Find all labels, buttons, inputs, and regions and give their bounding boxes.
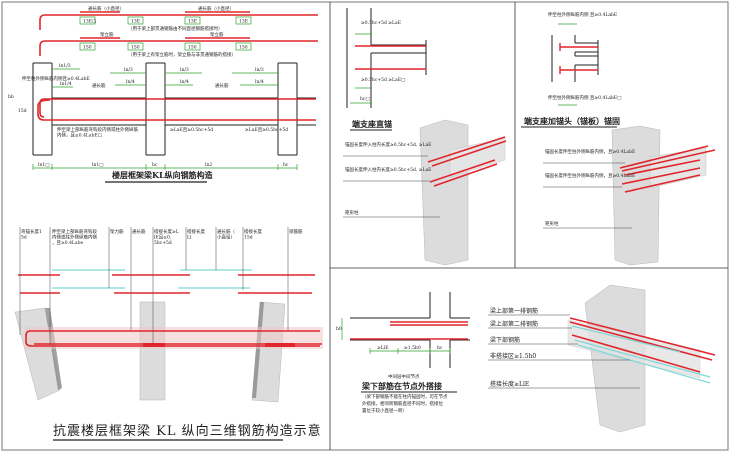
- panel-kl-2d: 通长筋（小直径） 通长筋（小直径） 架立筋 架立筋 13E□ 13E 13E 1…: [8, 5, 318, 183]
- label-erection-bar-2: 架立筋: [210, 31, 224, 38]
- span-label: ln1/4: [60, 81, 72, 87]
- dim-label: hc: [283, 162, 289, 168]
- dim-hb: hb: [8, 94, 14, 100]
- note-second: （用于梁上有架立筋时，架立筋与非贯通钢筋的搭接）: [128, 51, 236, 58]
- panel-lap-outside: h0 ≥LlE ≥1.5h0 hc 中间层中间节点 梁下部筋在节点外搭接 （梁下…: [336, 284, 716, 433]
- span-label: ln/3: [255, 67, 264, 73]
- dim-hc: hc: [437, 345, 443, 351]
- note-mid-2: ≥LaE且≥0.5hc+5d: [245, 127, 288, 133]
- panel-title-end-anchor: 端支座加锚头（锚板）锚固: [524, 116, 620, 126]
- dim-15d: 15d: [18, 108, 27, 114]
- span-label: ln/3: [180, 67, 189, 73]
- label-through-bar-small-1: 通长筋（小直径）: [88, 5, 124, 12]
- panel-title-kl-2d: 楼层框架梁KL纵向钢筋构造: [112, 170, 213, 180]
- panel-end-anchor: 伸至柱外侧纵筋内侧 且≥0.4LabE 伸至柱外侧纵筋内侧 且≥0.4LabE□…: [521, 11, 716, 266]
- label-bottom-bars: 梁下部钢筋: [490, 336, 520, 344]
- label-anchor-2: 锚固长度伸入柱内长度≥0.5hc+5d, ≥LaE: [345, 166, 431, 173]
- panel-end-straight: ≥0.5hc+5d ≥LaE ≥0.5hc+5d ≥LaE□ hc□ 端支座直锚…: [343, 8, 507, 266]
- label-column: 矩形柱: [345, 209, 359, 216]
- dim-lap: ≥LlE: [377, 345, 388, 351]
- note-left-top: 伸至柱外侧纵筋内侧且≥0.4LabE: [22, 75, 90, 82]
- label-lap-length: 搭接长度≥LlE: [490, 380, 529, 388]
- label-stirrup: 梁箍筋: [289, 228, 303, 235]
- label-anchor-1: 锚固长度伸至柱外侧纵筋内侧，且≥0.4LabE: [545, 148, 635, 155]
- lap-value: 13E: [188, 19, 197, 25]
- dim-non-lap: ≥1.5h0: [404, 345, 421, 351]
- span-label: ln/4: [180, 79, 189, 85]
- dim-bottom: 伸至柱外侧纵筋内侧 且≥0.4LabE□: [548, 94, 621, 101]
- lap-value: 150: [188, 45, 197, 51]
- panel-title-lap: 梁下部筋在节点外搭接: [361, 381, 442, 391]
- lap-value: 13E: [239, 19, 248, 25]
- note-line: 外搭接。相邻跨钢筋直径不同时，搭接位: [362, 400, 443, 407]
- dim-bottom: ≥0.5hc+5d ≥LaE□: [361, 77, 405, 83]
- label-top-second-row: 梁上部第二排钢筋: [490, 320, 538, 328]
- label-non-lap-zone: 非搭接区≥1.5h0: [490, 352, 536, 360]
- label-through-bar-small-2: 通长筋（小直径）: [198, 5, 234, 12]
- dim-h0: h0: [336, 326, 342, 332]
- dim-label: ln1□: [92, 162, 103, 168]
- label-through-bar: 通长筋: [215, 82, 229, 89]
- note-mid-1: ≥LaE且≥0.5hc+5d: [170, 127, 213, 133]
- note-left-bottom: 伸至梁上部纵筋弯钩段内侧或柱外侧纵筋内侧，且≥0.4LabE□: [57, 126, 138, 138]
- dim-hc: hc□: [360, 96, 370, 102]
- note-top: （用于梁上部贯通钢筋由不同直径钢筋搭接时）: [128, 25, 223, 32]
- lap-value: 13E: [131, 19, 140, 25]
- label-column: 矩形柱: [545, 220, 559, 227]
- dim-top: 伸至柱外侧纵筋内侧 且≥0.4LabE: [548, 11, 617, 18]
- lap-value: 150: [131, 45, 140, 51]
- label-erection-bar-1: 架立筋: [100, 31, 114, 38]
- note-line: （梁下部钢筋不能在柱内锚固时，可在节点: [362, 393, 448, 400]
- label-erection-bar: 架力筋: [110, 228, 124, 235]
- dim-label: ln1□: [38, 162, 49, 168]
- dim-label: hc: [152, 162, 158, 168]
- label-anchor-2: 锚固长度伸至柱外侧纵筋内侧，且≥0.4LabE: [545, 172, 635, 179]
- panel-subtitle-lap: 中间层中间节点: [388, 373, 420, 380]
- label-top-first-row: 梁上部第一排钢筋: [490, 307, 538, 315]
- span-label: ln/4: [255, 79, 264, 85]
- label-anchor-extend: 伸至梁上部纵筋弯钩段内侧或柱外侧纵筋内侧，且≥0.4Labe: [52, 228, 97, 246]
- lap-value: 150: [83, 45, 92, 51]
- lap-value: 13E□: [83, 19, 96, 25]
- note-line: 置位于较小直径一跨）: [362, 407, 407, 414]
- dim-top: ≥0.5hc+5d ≥LaE: [361, 20, 401, 26]
- span-label: ln/3: [124, 67, 133, 73]
- label-through-bar: 通长筋: [92, 82, 106, 89]
- panel-title-end-straight: 端支座直锚: [352, 119, 392, 129]
- lap-value: 150: [239, 45, 248, 51]
- panel-title-kl-3d: 抗震楼层框架梁 KL 纵向三维钢筋构造示意: [53, 423, 322, 439]
- span-label: ln1/3: [59, 63, 71, 69]
- span-label: ln/4: [126, 79, 135, 85]
- label-through-bar: 通长筋: [132, 228, 146, 235]
- label-anchor-1: 锚固长度伸入柱内长度≥0.5hc+5d, ≥LaE: [345, 141, 431, 148]
- label-through-bar-small: 通长筋（小直径）: [217, 228, 235, 240]
- dim-label: ln2: [205, 162, 212, 168]
